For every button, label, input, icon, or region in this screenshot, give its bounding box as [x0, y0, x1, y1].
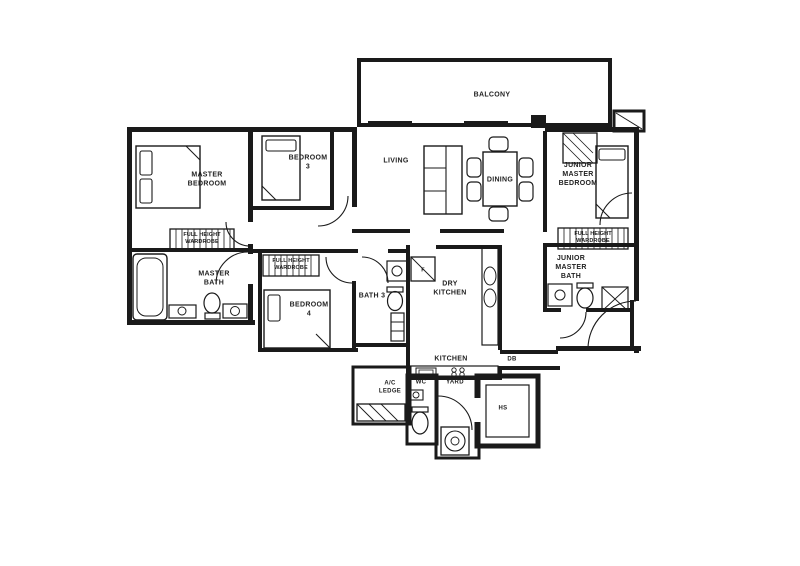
entrance-door-leaf: [630, 300, 634, 347]
room-label-master-bath: MASTER BATH: [198, 270, 229, 288]
room-label-junior-master-bath: JUNIOR MASTER BATH: [555, 255, 586, 281]
wardrobe-junior-master-corner: [562, 132, 598, 164]
room-label-yard: YARD: [446, 379, 464, 386]
label-wardrobe-jm-line1: FULL HEIGHT: [574, 231, 612, 238]
shower-icon-jm-bath: [601, 286, 629, 312]
room-label-dry-kitchen-line2: KITCHEN: [433, 289, 467, 296]
room-label-master-bath-line1: MASTER: [198, 270, 230, 278]
wardrobe-bedroom4-hatch: [262, 254, 320, 277]
label-wardrobe-jm-line2: WARDROBE: [576, 238, 610, 244]
room-label-bedroom-3-line1: BEDROOM: [288, 154, 328, 162]
room-label-bedroom-3: BEDROOM 3: [289, 154, 328, 172]
label-wardrobe-bedroom4-line2: WARDROBE: [274, 265, 308, 271]
room-label-living: LIVING: [383, 157, 409, 165]
room-label-dry-kitchen-line1: DRY: [442, 280, 458, 288]
toilet-icon-jm-bath: [576, 282, 594, 309]
toilet-icon-wc: [411, 406, 429, 435]
bathtub-icon: [132, 253, 168, 321]
room-label-jmbr-line3: BEDROOM: [558, 179, 598, 187]
room-label-jmb-line2: MASTER: [555, 263, 587, 271]
label-wardrobe-bedroom4: FULL HEIGHT WARDROBE: [272, 258, 309, 272]
room-label-jmbr-line2: MASTER: [562, 170, 594, 178]
room-label-wc: WC: [415, 379, 427, 386]
room-label-jmbr-line1: JUNIOR: [563, 161, 593, 169]
room-label-junior-master-bedroom: JUNIOR MASTER BEDROOM: [559, 162, 598, 188]
room-label-bedroom-4-line2: 4: [306, 310, 312, 317]
yard-room-outline: [434, 375, 481, 460]
shower-icon-bath3: [390, 312, 405, 342]
room-label-dry-kitchen: DRY KITCHEN: [433, 280, 466, 298]
label-wardrobe-master: FULL HEIGHT WARDROBE: [183, 232, 220, 246]
ac-ledge-top-right-outline: [612, 109, 646, 133]
room-label-ac-ledge-line2: LEDGE: [378, 388, 402, 394]
room-label-hs: HS: [498, 405, 508, 412]
kitchen-counter-dry: [481, 246, 499, 346]
hob-icon: [451, 367, 465, 378]
room-label-kitchen: KITCHEN: [434, 355, 468, 363]
sink-icon-bath3: [386, 260, 408, 282]
ac-ledge-outline: [351, 365, 412, 426]
bed-icon-bedroom3: [261, 135, 301, 201]
bed-icon-junior-master: [595, 145, 629, 219]
room-label-master-bath-line2: BATH: [203, 279, 225, 286]
label-wardrobe-junior-master: FULL HEIGHT WARDROBE: [574, 231, 611, 245]
washer-icon: [440, 426, 470, 456]
label-wardrobe-bedroom4-line1: FULL HEIGHT: [272, 258, 310, 265]
label-wardrobe-master-line2: WARDROBE: [185, 239, 219, 245]
sink-icon-jm-bath: [547, 283, 573, 307]
room-label-master-bedroom-line1: MASTER: [191, 171, 223, 179]
door-arcs: [215, 192, 637, 431]
toilet-icon-bath3: [386, 286, 404, 312]
room-label-dining: DINING: [486, 176, 514, 184]
room-label-bedroom-4: BEDROOM 4: [290, 301, 329, 319]
label-fridge: F: [421, 267, 425, 274]
room-label-balcony: BALCONY: [473, 91, 511, 99]
label-db: DB: [507, 356, 517, 363]
room-label-ac-ledge: A/C LEDGE: [379, 381, 401, 396]
sink-icon-wc: [409, 389, 424, 401]
sofa-icon: [423, 145, 463, 215]
room-label-ac-ledge-line1: A/C: [384, 380, 396, 387]
room-label-master-bedroom: MASTER BEDROOM: [188, 171, 227, 189]
balcony-sliding-door: [359, 121, 545, 127]
room-label-jmb-line3: BATH: [560, 272, 582, 280]
sink-icon-master-bath: [168, 304, 197, 319]
room-label-bedroom-4-line1: BEDROOM: [289, 301, 329, 309]
dining-table-icon: [466, 136, 534, 222]
room-label-master-bedroom-line2: BEDROOM: [187, 180, 227, 187]
toilet-icon-master-bath: [203, 292, 221, 320]
room-label-bedroom-3-line2: 3: [305, 163, 311, 170]
bed-icon-bedroom4: [263, 289, 331, 349]
hs-room-outline: [473, 373, 541, 449]
bed-icon-master: [135, 145, 201, 209]
sink-icon-master-bath-2: [222, 303, 248, 319]
room-label-bath-3: BATH 3: [358, 292, 386, 300]
ac-condenser-icon: [356, 403, 406, 422]
fridge-icon: [410, 256, 436, 282]
label-wardrobe-master-line1: FULL HEIGHT: [183, 232, 221, 239]
wardrobe-junior-master-hatch: [557, 227, 629, 250]
room-label-jmb-line1: JUNIOR: [556, 254, 586, 262]
